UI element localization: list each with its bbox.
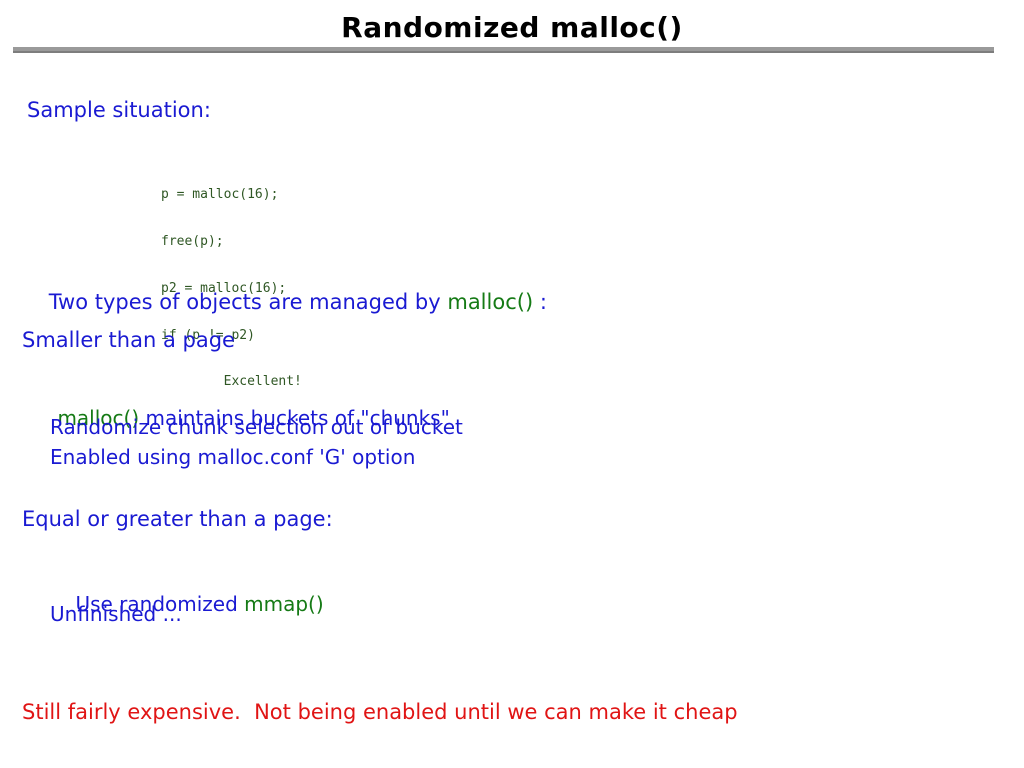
- code-line-4: if (p != p2): [161, 327, 255, 343]
- code-line-2: free(p);: [161, 233, 224, 249]
- sample-situation-label: Sample situation:: [27, 98, 211, 122]
- managed-by-code-malloc: malloc(): [447, 290, 534, 314]
- sub-item-malloc-conf-option: Enabled using malloc.conf 'G' option: [50, 445, 416, 469]
- code-line-3: p2 = malloc(16);: [161, 280, 287, 296]
- item-code-mmap: mmap(): [244, 592, 324, 616]
- bullet-malloc-buckets: malloc() maintains buckets of "chunks": [32, 388, 450, 448]
- page-title: Randomized malloc(): [341, 11, 683, 44]
- item-use-randomized-prefix: Use randomized: [75, 592, 245, 616]
- heading-equal-or-greater-page: Equal or greater than a page:: [22, 507, 333, 531]
- title-divider: [13, 47, 994, 53]
- sub-item-randomize-chunk: Randomize chunk selection out of bucket: [50, 415, 463, 439]
- code-line-1: p = malloc(16);: [161, 187, 279, 203]
- code-sample-block: p = malloc(16); free(p); p2 = malloc(16)…: [161, 156, 302, 421]
- bullet-malloc-buckets-text: maintains buckets of "chunks": [139, 406, 450, 430]
- managed-by-text-suffix: :: [533, 290, 547, 314]
- managed-by-line: Two types of objects are managed by mall…: [22, 271, 547, 334]
- item-unfinished: Unfinished ...: [50, 602, 182, 626]
- heading-smaller-than-page: Smaller than a page: [22, 328, 235, 352]
- bullet-code-malloc: malloc(): [57, 406, 140, 430]
- item-use-randomized-mmap: Use randomized mmap(): [50, 574, 324, 634]
- managed-by-text-prefix: Two types of objects are managed by: [48, 290, 448, 314]
- code-line-5: Excellent!: [161, 374, 302, 390]
- footer-note: Still fairly expensive. Not being enable…: [22, 700, 738, 724]
